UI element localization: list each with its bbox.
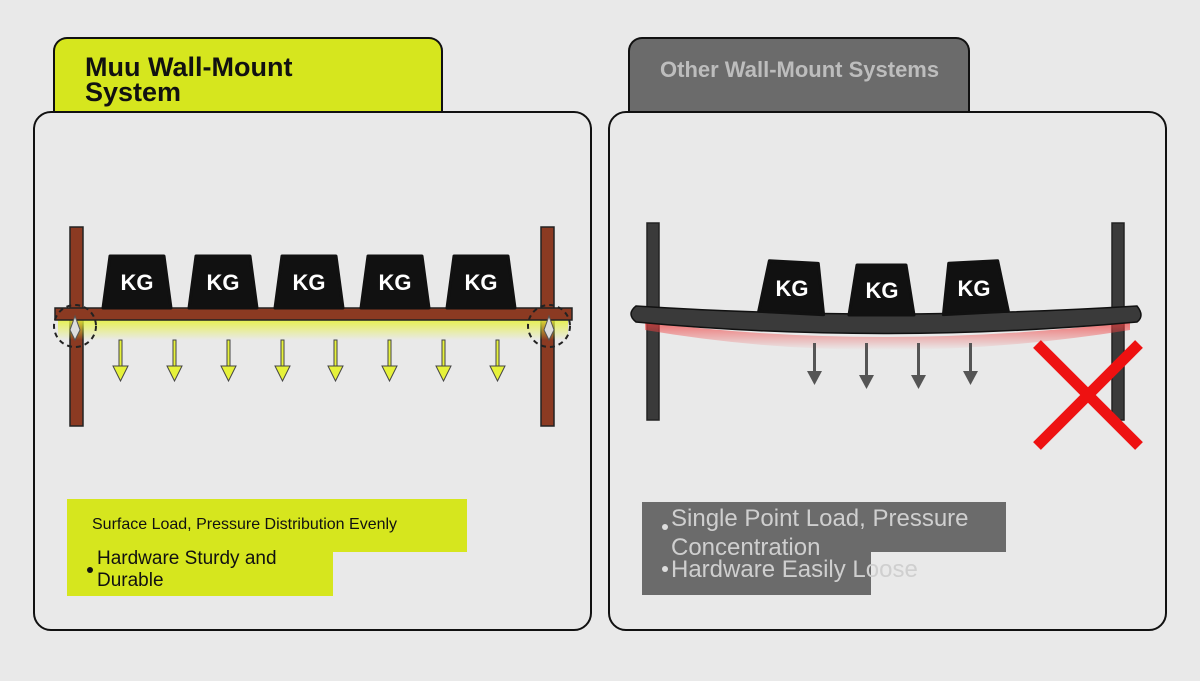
svg-text:KG: KG (379, 270, 412, 295)
svg-text:KG: KG (293, 270, 326, 295)
sturdy-hardware-bullet: Hardware Sturdy and Durable (97, 548, 277, 591)
muu-system-title: Muu Wall-Mount System (85, 52, 293, 107)
down-arrow-icon (327, 339, 344, 383)
even-load-caption: Surface Load, Pressure Distribution Even… (92, 516, 398, 533)
svg-text:KG: KG (465, 270, 498, 295)
muu-system-tab: Muu Wall-Mount System (53, 37, 443, 117)
even-pressure-glow (58, 318, 568, 340)
svg-text:KG: KG (121, 270, 154, 295)
down-arrow-icon (435, 339, 452, 383)
loose-hardware-bullet: Hardware Easily Loose (671, 556, 918, 583)
left-hardware-icon (53, 304, 97, 348)
kg-weight-7: KG (847, 263, 916, 317)
muu-shelf-board (54, 307, 573, 321)
right-hardware-icon (527, 304, 571, 348)
down-arrow-icon (859, 343, 874, 389)
down-arrow-icon (911, 343, 926, 389)
other-systems-title: Other Wall-Mount Systems (660, 57, 940, 82)
down-arrow-icon (274, 339, 291, 383)
concentrated-load-arrows (807, 343, 978, 389)
kg-weight-8: KG (941, 259, 1010, 317)
bullet-dot-icon (87, 567, 93, 573)
caption-box-gray-secondary (642, 548, 871, 595)
kg-weight-5: KG (445, 254, 517, 310)
down-arrow-icon (381, 339, 398, 383)
svg-text:KG: KG (776, 276, 809, 301)
down-arrow-icon (220, 339, 237, 383)
red-cross-icon (1033, 340, 1143, 450)
svg-text:KG: KG (866, 278, 899, 303)
down-arrow-icon (112, 339, 129, 383)
kg-weight-1: KG (101, 254, 173, 310)
down-arrow-icon (963, 343, 978, 385)
svg-text:KG: KG (207, 270, 240, 295)
down-arrow-icon (807, 343, 822, 385)
bullet-dot-icon (662, 566, 668, 572)
even-load-arrows (112, 339, 506, 383)
kg-weight-6: KG (757, 259, 826, 317)
other-systems-tab: Other Wall-Mount Systems (628, 37, 970, 117)
kg-weight-4: KG (359, 254, 431, 310)
kg-weight-3: KG (273, 254, 345, 310)
down-arrow-icon (489, 339, 506, 383)
single-point-load-bullet: Single Point Load, Pressure Concentratio… (671, 505, 969, 561)
caption-box-secondary (67, 540, 333, 596)
bullet-dot-icon (662, 524, 668, 530)
svg-text:KG: KG (958, 276, 991, 301)
caption-box-gray-primary (642, 502, 1006, 552)
down-arrow-icon (166, 339, 183, 383)
stress-glow (645, 322, 1130, 350)
kg-weight-2: KG (187, 254, 259, 310)
